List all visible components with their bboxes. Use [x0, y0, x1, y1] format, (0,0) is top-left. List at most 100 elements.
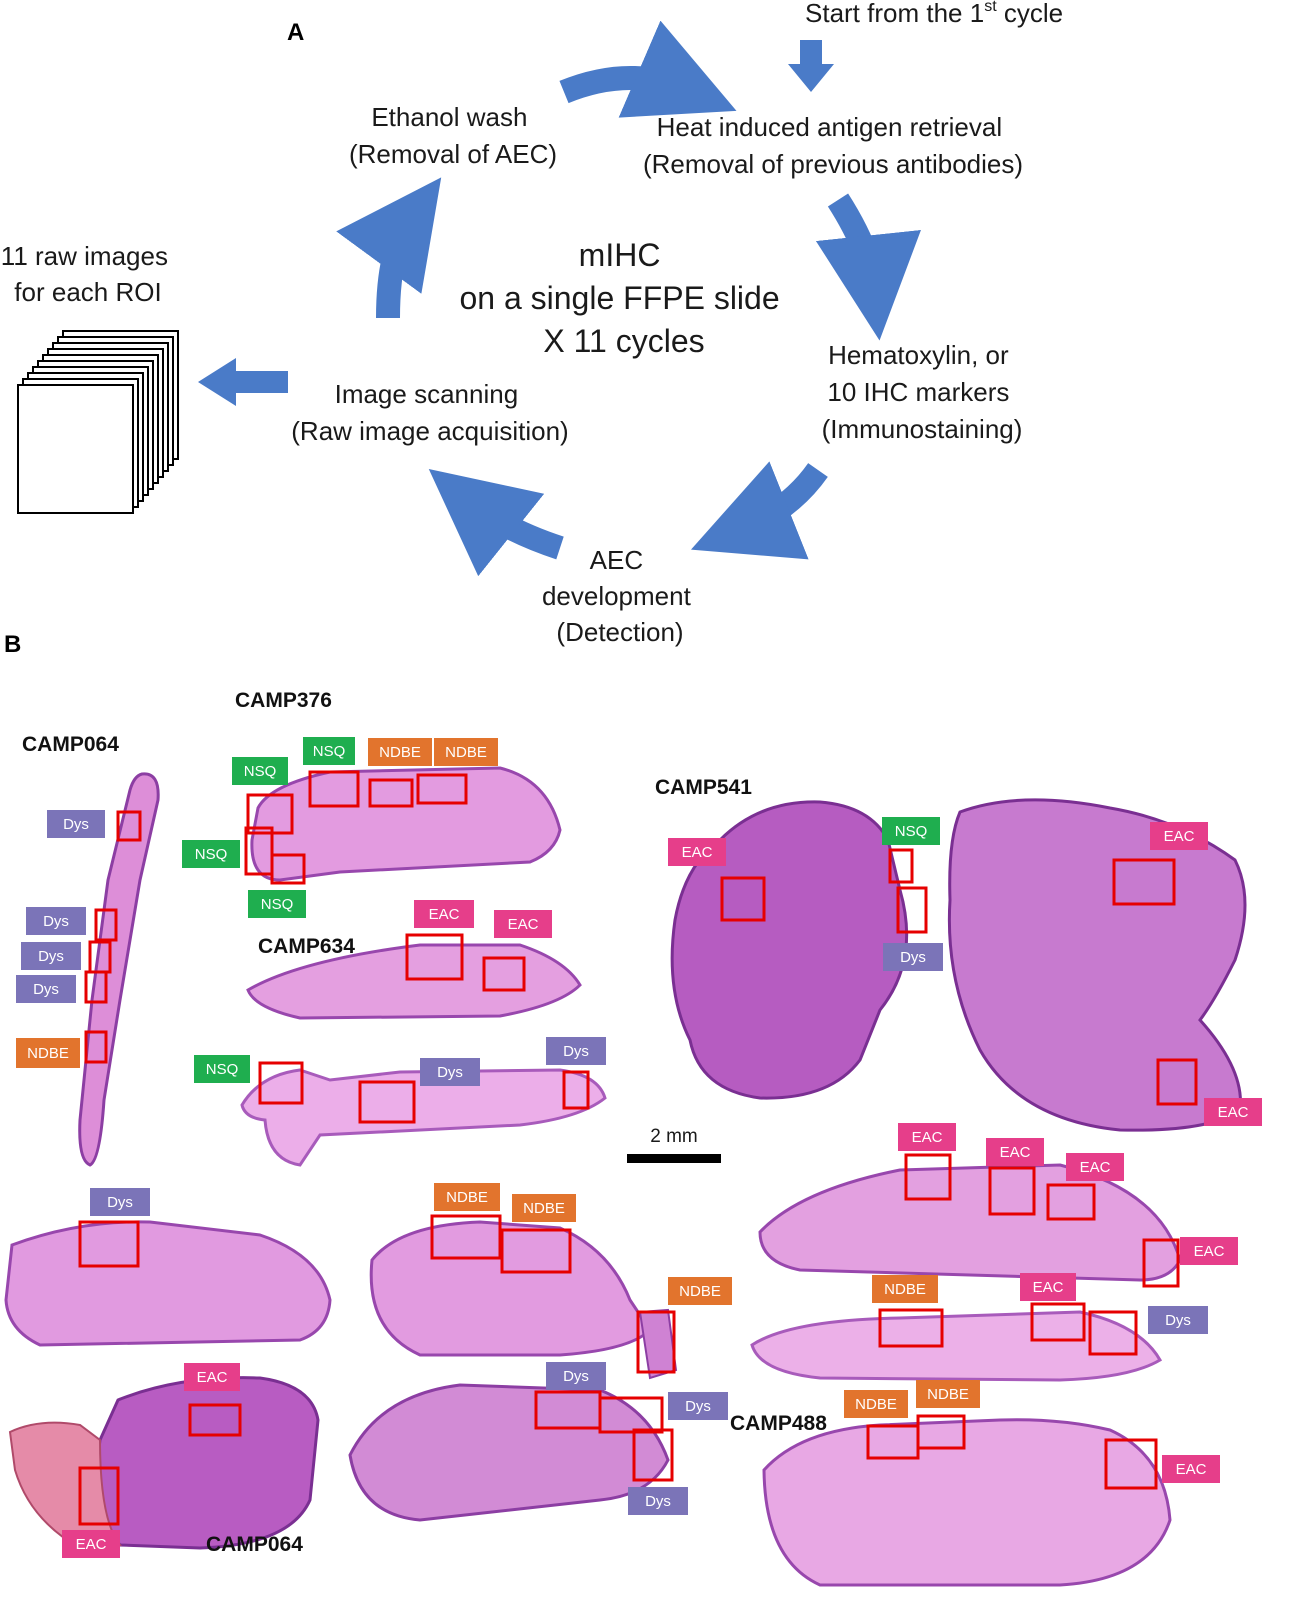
class-tag-text: EAC — [429, 906, 460, 923]
class-tag-background — [668, 838, 726, 866]
class-tag-nsq: NSQ — [232, 757, 288, 785]
class-tag-background — [194, 1055, 250, 1083]
class-tag-ndbe: NDBE — [434, 1183, 500, 1211]
class-tag-text: EAC — [912, 1129, 943, 1146]
roi-box — [1088, 1310, 1138, 1356]
roi-box — [308, 770, 360, 808]
class-tag-eac: EAC — [1162, 1455, 1220, 1483]
class-tag-text: Dys — [563, 1043, 589, 1060]
class-tag-dys: Dys — [21, 942, 81, 970]
tissue-camp488-middle — [750, 1310, 1163, 1382]
class-tag-eac: EAC — [986, 1138, 1044, 1166]
tissue-camp064-right-section — [348, 1383, 670, 1522]
class-tag-background — [883, 943, 943, 971]
class-tag-eac: EAC — [1204, 1098, 1262, 1126]
roi-box — [888, 848, 914, 884]
sample-label-camp488: CAMP488 — [730, 1412, 827, 1435]
roi-box — [84, 1030, 108, 1064]
sample-label-camp541: CAMP541 — [655, 776, 752, 799]
tissue-camp541-left — [670, 800, 909, 1100]
class-tag-nsq: NSQ — [303, 737, 355, 765]
class-tag-dys: Dys — [546, 1362, 606, 1390]
tissue-camp376-ndbe-section — [369, 1220, 652, 1357]
roi-box — [258, 1061, 304, 1105]
class-tag-ndbe: NDBE — [434, 738, 498, 766]
roi-box — [720, 876, 766, 922]
class-tag-eac: EAC — [1180, 1237, 1238, 1265]
roi-box — [244, 826, 274, 876]
panel-b-label: B — [4, 631, 21, 658]
class-tag-eac: EAC — [1066, 1153, 1124, 1181]
class-tag-background — [62, 1530, 120, 1558]
roi-box — [636, 1310, 676, 1374]
roi-box — [896, 886, 928, 934]
roi-box — [270, 853, 306, 885]
step-immunostaining: Hematoxylin, or 10 IHC markers (Immunost… — [822, 340, 1023, 444]
roi-box — [988, 1166, 1036, 1216]
output-left-arrow — [198, 358, 288, 406]
class-tag-text: Dys — [107, 1194, 133, 1211]
cycle-center-title: mIHC on a single FFPE slide X 11 cycles — [459, 237, 788, 359]
class-tag-text: NDBE — [379, 744, 421, 761]
class-tag-ndbe: NDBE — [916, 1380, 980, 1408]
class-tag-text: EAC — [1080, 1159, 1111, 1176]
roi-box — [904, 1153, 952, 1201]
class-tag-background — [1020, 1273, 1076, 1301]
class-tag-text: EAC — [197, 1369, 228, 1386]
class-tag-text: EAC — [1176, 1461, 1207, 1478]
class-tag-text: NSQ — [244, 763, 277, 780]
class-tag-background — [494, 910, 552, 938]
class-tag-text: EAC — [682, 844, 713, 861]
tissue-camp488-bottom — [762, 1418, 1172, 1587]
tissue-camp064-strip — [78, 772, 160, 1167]
roi-box — [430, 1214, 502, 1260]
class-tag-background — [26, 907, 86, 935]
class-tag-background — [184, 1363, 240, 1391]
class-tag-ndbe: NDBE — [512, 1194, 576, 1222]
cycle-arrow-scan-to-wash — [336, 177, 442, 319]
roi-box — [598, 1396, 664, 1434]
class-tag-text: EAC — [1000, 1144, 1031, 1161]
class-tag-background — [368, 738, 432, 766]
class-tag-background — [248, 890, 306, 918]
roi-box — [1156, 1058, 1198, 1106]
roi-box — [878, 1308, 944, 1348]
class-tag-text: Dys — [43, 913, 69, 930]
cycle-arrow-hiar-to-stain — [815, 193, 921, 341]
tissue-camp541-right — [947, 798, 1247, 1132]
roi-box — [500, 1228, 572, 1274]
roi-box — [358, 1080, 416, 1124]
class-tag-background — [844, 1390, 908, 1418]
class-tag-text: Dys — [1165, 1312, 1191, 1329]
class-tag-background — [546, 1362, 606, 1390]
class-tag-text: EAC — [76, 1536, 107, 1553]
roi-box — [1030, 1302, 1086, 1342]
class-tag-eac: EAC — [1150, 822, 1208, 850]
class-tag-eac: EAC — [62, 1530, 120, 1558]
tissue-camp634-lower — [240, 1068, 607, 1167]
step-antigen-retrieval: Heat induced antigen retrieval (Removal … — [643, 112, 1023, 179]
class-tag-text: Dys — [563, 1368, 589, 1385]
class-tag-text: EAC — [1164, 828, 1195, 845]
class-tag-background — [628, 1487, 688, 1515]
class-tag-text: Dys — [38, 948, 64, 965]
class-tag-background — [668, 1277, 732, 1305]
sample-label-camp064-top: CAMP064 — [22, 733, 119, 756]
roi-box — [116, 810, 142, 842]
roi-box — [188, 1403, 242, 1437]
class-tag-text: Dys — [645, 1493, 671, 1510]
class-tag-dys: Dys — [47, 810, 105, 838]
roi-box — [405, 933, 464, 981]
class-tag-background — [414, 900, 474, 928]
class-tag-dys: Dys — [628, 1487, 688, 1515]
panel-a-label: A — [287, 19, 304, 46]
class-tag-text: Dys — [33, 981, 59, 998]
class-tag-ndbe: NDBE — [16, 1038, 80, 1068]
class-tag-text: EAC — [508, 916, 539, 933]
sample-label-camp376: CAMP376 — [235, 689, 332, 712]
class-tag-background — [898, 1123, 956, 1151]
roi-box — [1046, 1183, 1096, 1221]
class-tag-background — [1148, 1306, 1208, 1334]
class-tag-dys: Dys — [546, 1037, 606, 1065]
